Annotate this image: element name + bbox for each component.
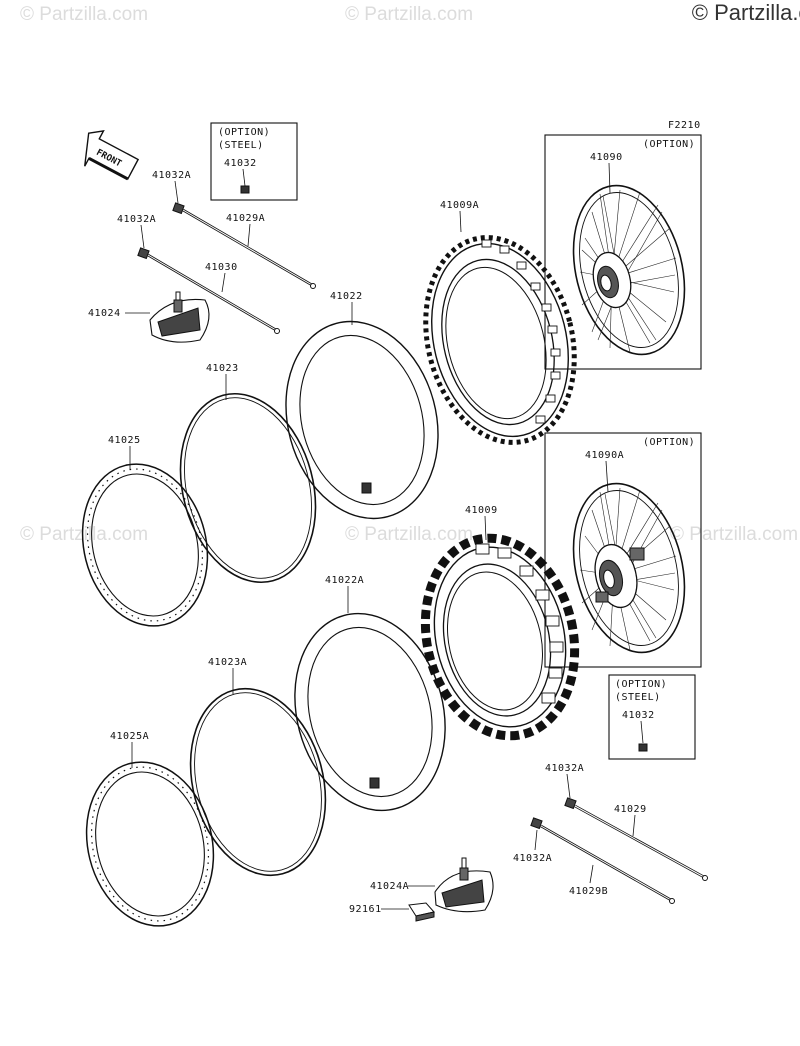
valve-cap-92161: [408, 902, 435, 922]
label-41029B: 41029B: [569, 886, 608, 897]
figure-code: F2210: [668, 120, 701, 131]
label-41032A: 41032A: [152, 170, 191, 181]
knobby-tyre-41009A: [423, 235, 577, 445]
option-label: (OPTION): [643, 437, 695, 448]
spoke-nipple-41032A: [564, 797, 577, 810]
label-41023A: 41023A: [208, 657, 247, 668]
label-41022: 41022: [330, 291, 363, 302]
label-41032A: 41032A: [545, 763, 584, 774]
watermark-mid-left: © Partzilla.com: [20, 524, 149, 545]
part-number: 41032: [224, 158, 257, 169]
watermark-mid-right: © Partzilla.com: [670, 524, 799, 545]
watermark-mid-center: © Partzilla.com: [345, 524, 474, 545]
spoke-nipple-41032A: [530, 817, 543, 830]
watermark-top-center: © Partzilla.com: [345, 4, 474, 25]
rim-band-41023: [179, 392, 317, 584]
label-41009: 41009: [465, 505, 498, 516]
spoke-nipple-41032A: [137, 247, 150, 260]
steel-label: (STEEL): [218, 140, 264, 151]
spoke-41029B: [540, 824, 675, 904]
option-box-steel-top: (OPTION) (STEEL) 41032: [210, 122, 298, 201]
front-arrow-icon: FRONT: [84, 129, 140, 181]
label-41025A: 41025A: [110, 731, 149, 742]
bead-stopper-41024: [149, 291, 210, 343]
spoke-41029: [574, 804, 708, 881]
inner-tube-41022: [285, 320, 439, 520]
label-41032A: 41032A: [513, 853, 552, 864]
bead-stopper-41024A: [434, 857, 494, 913]
label-41022A: 41022A: [325, 575, 364, 586]
option-label: (OPTION): [643, 139, 695, 150]
label-41029A: 41029A: [226, 213, 265, 224]
valve-nut-icon: [240, 185, 250, 194]
valve-nut-icon: [638, 743, 648, 752]
rim-band-41023A: [189, 687, 327, 877]
watermark-top-left: © Partzilla.com: [20, 4, 149, 25]
label-41032A: 41032A: [117, 214, 156, 225]
label-41025: 41025: [108, 435, 141, 446]
label-92161: 92161: [349, 904, 382, 915]
option-label: (OPTION): [218, 127, 270, 138]
copyright-text: © Partzilla.com: [691, 0, 800, 25]
spoke-41030: [147, 253, 280, 334]
knobby-tyre-41009: [420, 533, 580, 741]
spoke-41029A: [182, 208, 316, 289]
label-41029: 41029: [614, 804, 647, 815]
part-number: 41090A: [585, 450, 624, 461]
spoke-nipple-41032A: [172, 202, 185, 215]
label-41023: 41023: [206, 363, 239, 374]
option-box-steel-bottom: (OPTION) (STEEL) 41032: [608, 674, 696, 760]
rim-41025: [81, 463, 209, 627]
part-number: 41090: [590, 152, 623, 163]
part-number: 41032: [622, 710, 655, 721]
rim-41025A: [85, 761, 215, 927]
label-41009A: 41009A: [440, 200, 479, 211]
spoked-wheel-41090: [572, 184, 686, 356]
spoked-wheel-41090A: [572, 482, 686, 654]
option-box-wheel-rear: (OPTION) 41090A: [544, 432, 702, 668]
label-41024: 41024: [88, 308, 121, 319]
label-41024A: 41024A: [370, 881, 409, 892]
inner-tube-41022A: [294, 612, 446, 812]
option-box-wheel-front: (OPTION) 41090: [544, 134, 702, 370]
label-41030: 41030: [205, 262, 238, 273]
option-label: (OPTION): [615, 679, 667, 690]
steel-label: (STEEL): [615, 692, 661, 703]
